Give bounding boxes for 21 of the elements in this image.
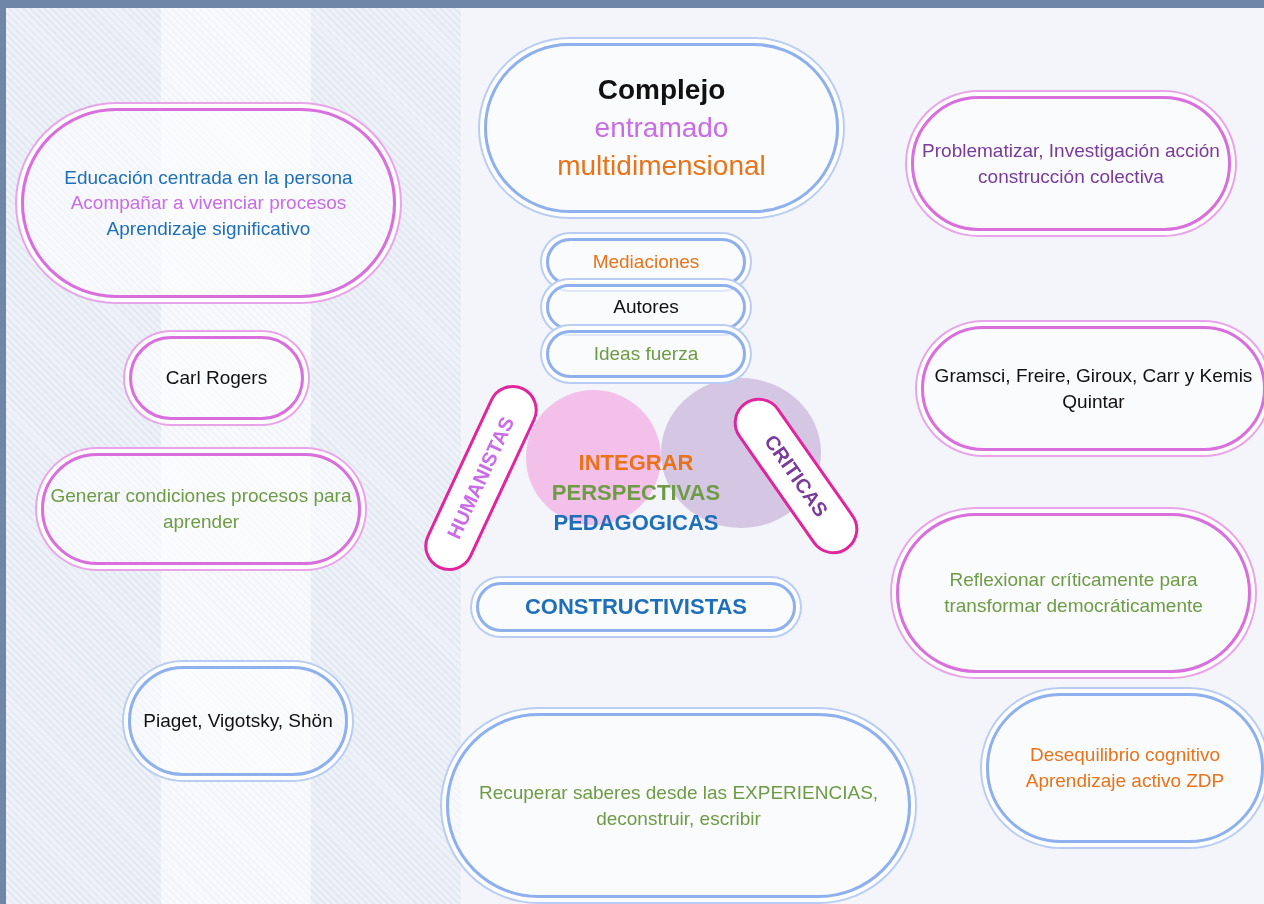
node-text: Carl Rogers — [164, 366, 269, 391]
node-text: Piaget, Vigotsky, Shön — [142, 709, 334, 734]
node-text: Gramsci, Freire, Giroux, Carr y Kemis Quintar — [933, 363, 1254, 414]
node-text: Reflexionar críticamente para transformar democráticamente — [943, 568, 1204, 618]
node-text: PEDAGOGICAS — [552, 508, 720, 537]
node-text: INTEGRAR — [577, 449, 695, 478]
node-text: Complejo — [596, 73, 727, 108]
node-text: Mediaciones — [591, 250, 701, 275]
node-text: Ideas fuerza — [592, 342, 700, 367]
node-text: multidimensional — [556, 148, 767, 183]
node-text: entramado — [593, 111, 730, 146]
node-text: PERSPECTIVAS — [550, 479, 722, 508]
node-text: CONSTRUCTIVISTAS — [523, 593, 748, 622]
node-text: Educación centrada en la persona — [63, 165, 354, 190]
node-text: Acompañar a vivenciar procesos — [69, 191, 348, 216]
node-text: Problematizar, Investigación acción construcción colectiva — [921, 138, 1221, 189]
node-text: Aprendizaje significativo — [105, 216, 312, 241]
node-text: Generar condiciones procesos para aprender — [49, 484, 353, 534]
node-text: Autores — [612, 295, 680, 320]
node-text: Recuperar saberes desde las EXPERIENCIAS, deconstruir, escribir — [477, 780, 880, 831]
node-text: Desequilibrio cognitivo Aprendizaje activo ZDP — [1024, 743, 1226, 793]
